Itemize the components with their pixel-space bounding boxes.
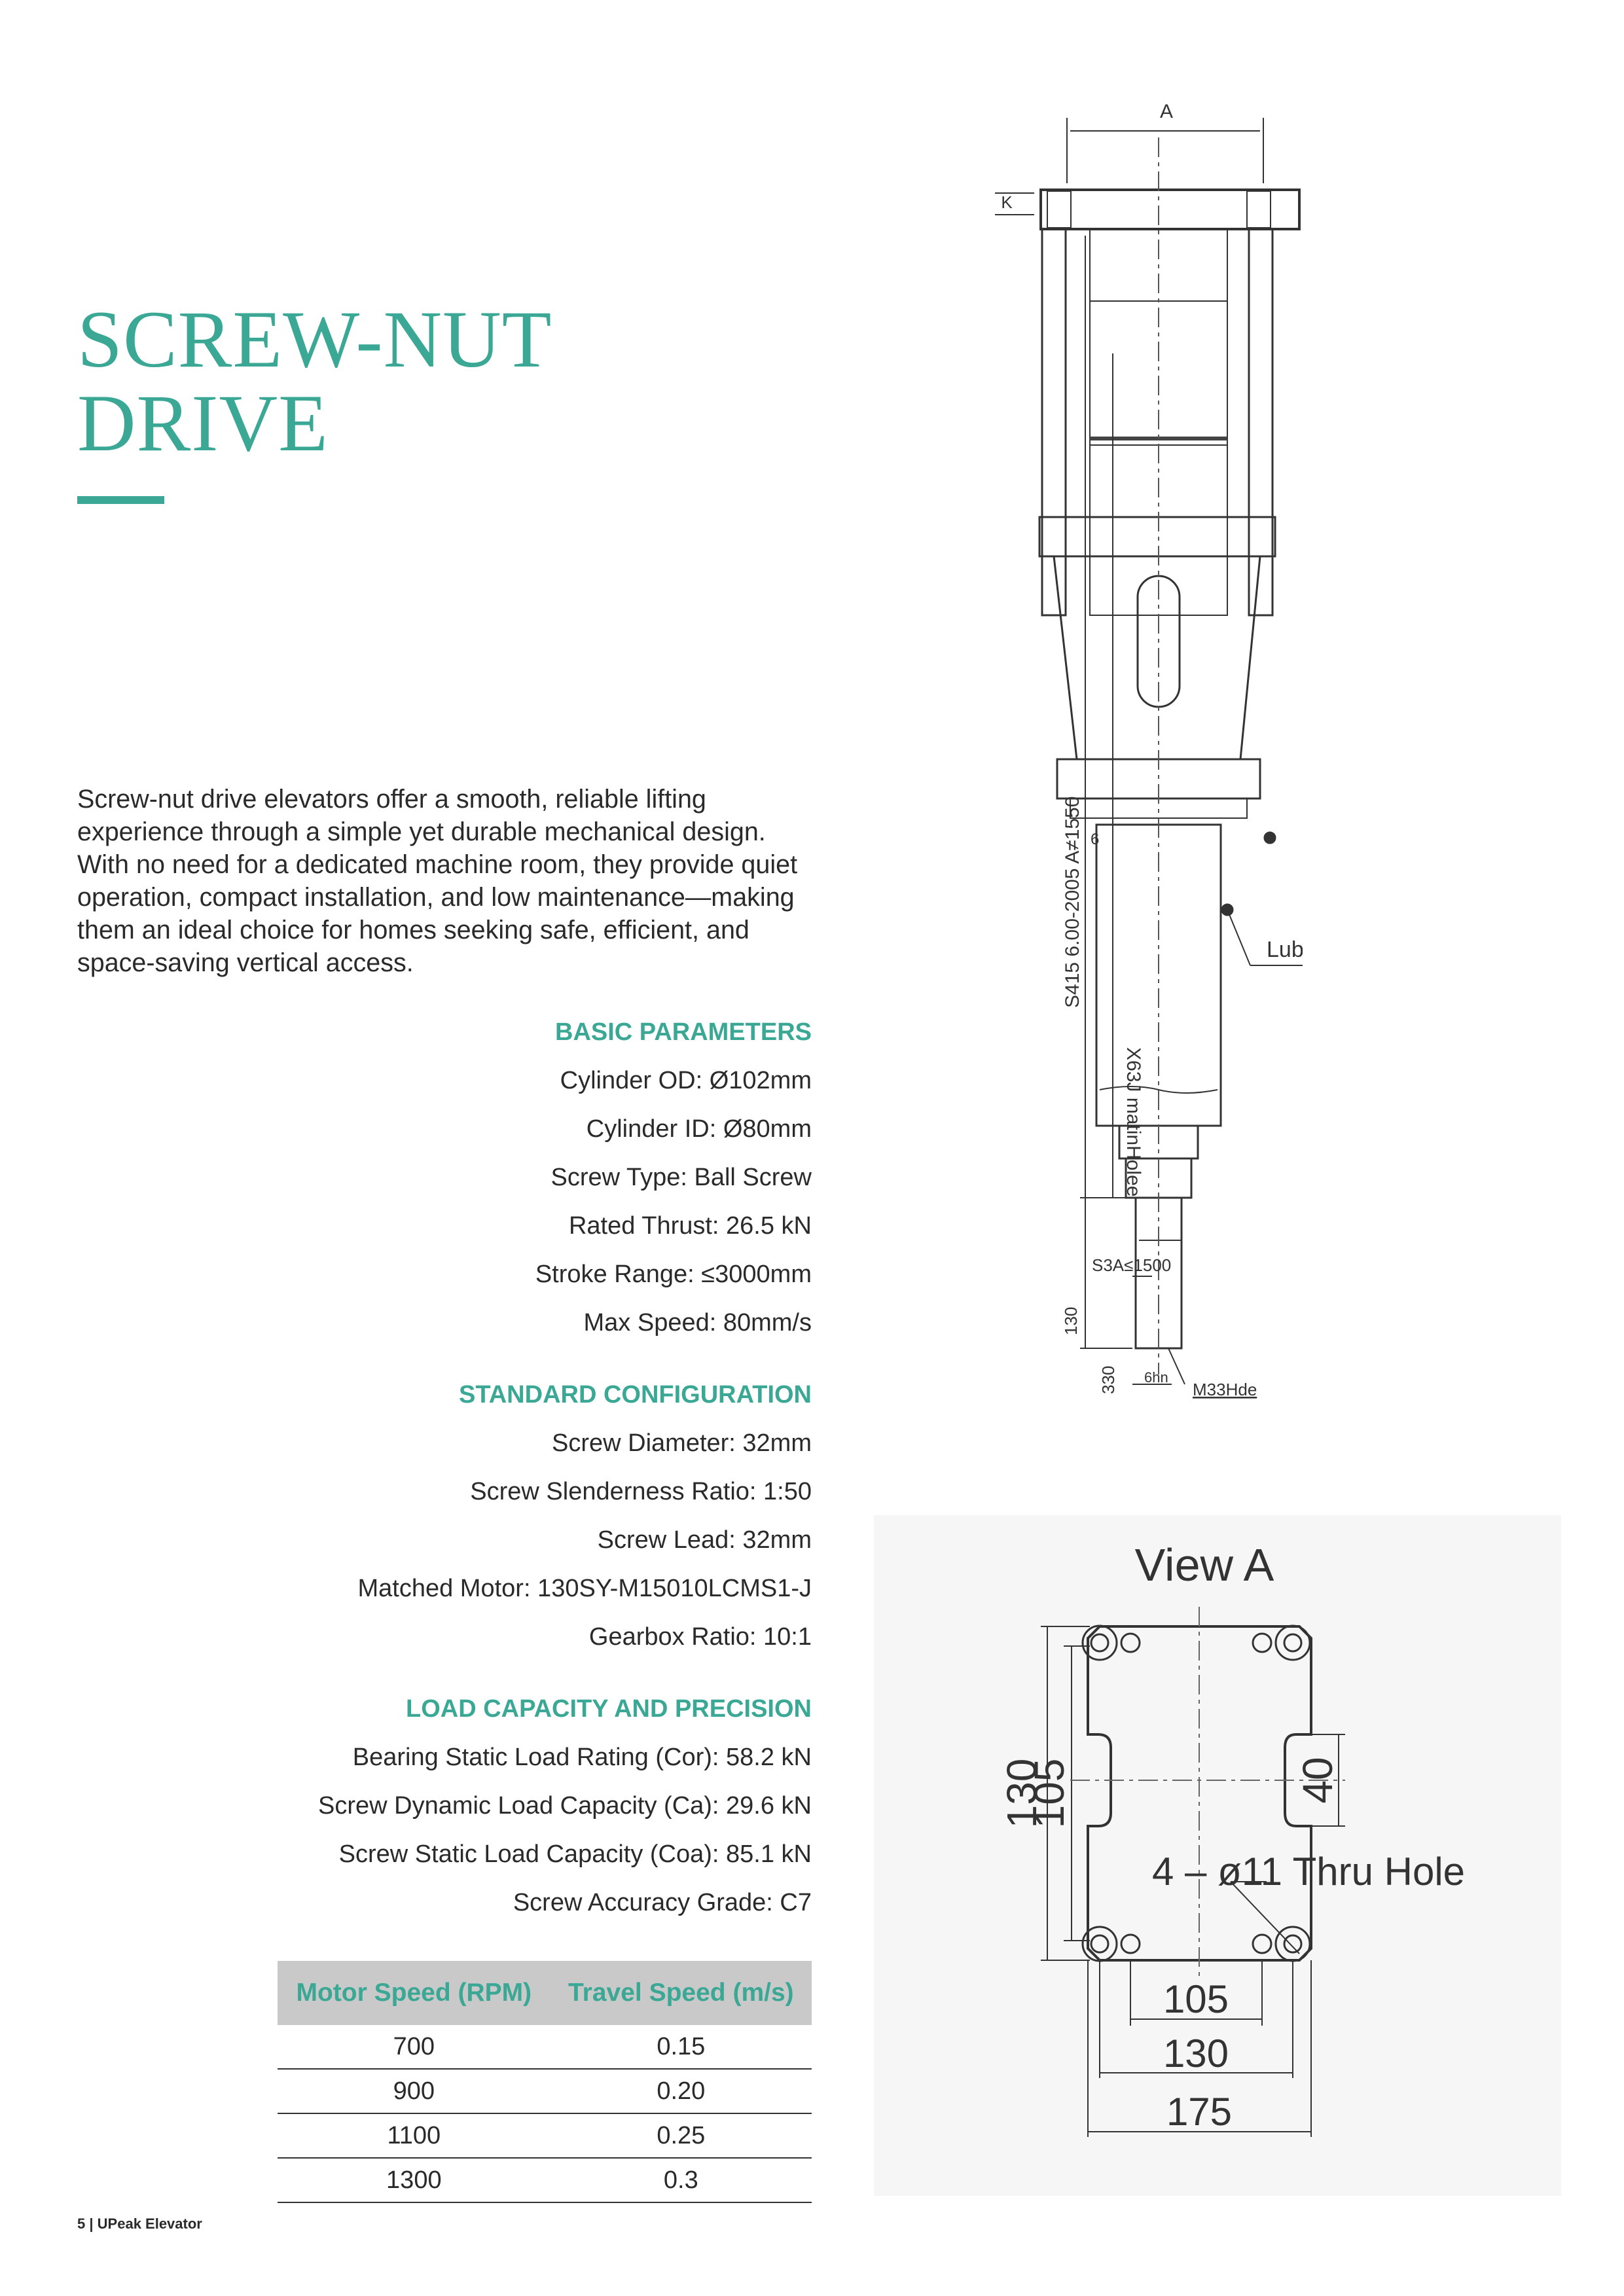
s3a-label: S3A≤1500 <box>1092 1255 1171 1275</box>
spec-item: Screw Dynamic Load Capacity (Ca): 29.6 k… <box>318 1792 812 1820</box>
dim-130-bottom: 130 <box>1163 2032 1229 2075</box>
travel-speed-cell: 0.25 <box>550 2113 812 2159</box>
speed-table: Motor Speed (RPM) Travel Speed (m/s) 700… <box>278 1961 812 2203</box>
footer-brand: UPeak Elevator <box>97 2215 202 2232</box>
table-row: 700 0.15 <box>278 2025 812 2070</box>
motor-speed-cell: 1300 <box>278 2158 550 2203</box>
standard-configuration-section: STANDARD CONFIGURATION Screw Diameter: 3… <box>249 1371 812 1661</box>
hole-label: X63J matinHolee <box>1123 1047 1144 1196</box>
title-line-1: SCREW-NUT <box>77 295 552 384</box>
travel-speed-cell: 0.3 <box>550 2158 812 2203</box>
load-capacity-heading: LOAD CAPACITY AND PRECISION <box>405 1695 812 1723</box>
spec-item: Screw Lead: 32mm <box>597 1526 812 1554</box>
spec-item: Max Speed: 80mm/s <box>583 1309 812 1336</box>
intro-paragraph: Screw-nut drive elevators offer a smooth… <box>77 783 810 979</box>
standard-configuration-heading: STANDARD CONFIGURATION <box>459 1381 812 1408</box>
spec-item: Cylinder OD: Ø102mm <box>560 1067 812 1094</box>
page-title: SCREW-NUT DRIVE <box>77 298 552 465</box>
dim-6hn-label: 6hn <box>1144 1369 1168 1386</box>
dim-105-vertical: 105 <box>1026 1759 1073 1829</box>
dim-130-vertical: 130 <box>998 1759 1045 1829</box>
title-underline <box>77 496 164 504</box>
table-row: 1300 0.3 <box>278 2158 812 2203</box>
dim-k-label: K <box>1001 192 1013 212</box>
m33-hole-label: M33Hde <box>1193 1380 1257 1399</box>
spec-item: Screw Slenderness Ratio: 1:50 <box>470 1478 812 1505</box>
header-motor-speed: Motor Speed (RPM) <box>278 1961 550 2025</box>
basic-parameters-heading: BASIC PARAMETERS <box>555 1018 812 1046</box>
intro-line: experience through a simple yet durable … <box>77 817 766 846</box>
cylinder-elevation-drawing: A K S415 6.00-2005 A≠1550 X63J matinHole… <box>995 101 1303 1399</box>
spec-item: Screw Type: Ball Screw <box>550 1164 812 1191</box>
intro-line: With no need for a dedicated machine roo… <box>77 850 798 879</box>
spec-item: Rated Thrust: 26.5 kN <box>568 1212 812 1240</box>
dim-40-vertical: 40 <box>1294 1757 1341 1803</box>
page-footer: 5 | UPeak Elevator <box>77 2215 202 2233</box>
lubrication-port-label: Lubrication Port <box>1267 937 1303 962</box>
intro-line: Screw-nut drive elevators offer a smooth… <box>77 785 706 814</box>
footer-separator: | <box>89 2215 98 2232</box>
intro-line: operation, compact installation, and low… <box>77 883 795 912</box>
spec-item: Matched Motor: 130SY-M15010LCMS1-J <box>357 1575 812 1602</box>
table-row: 1100 0.25 <box>278 2113 812 2159</box>
travel-speed-cell: 0.20 <box>550 2069 812 2114</box>
intro-line: space-saving vertical access. <box>77 948 414 977</box>
table-row: 900 0.20 <box>278 2069 812 2114</box>
dim-6-label: 6 <box>1091 831 1099 848</box>
motor-speed-cell: 1100 <box>278 2113 550 2159</box>
dim-105-bottom: 105 <box>1163 1977 1229 2021</box>
dim-a-label: A <box>1160 101 1173 122</box>
spec-item: Screw Static Load Capacity (Coa): 85.1 k… <box>338 1840 812 1868</box>
travel-speed-cell: 0.15 <box>550 2025 812 2070</box>
view-a-title: View A <box>1135 1539 1274 1590</box>
dim-130-label: 130 <box>1061 1307 1081 1335</box>
header-travel-speed: Travel Speed (m/s) <box>550 1961 812 2025</box>
spec-item: Screw Accuracy Grade: C7 <box>513 1889 812 1916</box>
title-line-2: DRIVE <box>77 378 329 468</box>
dim-175-bottom: 175 <box>1166 2090 1232 2134</box>
motor-speed-cell: 700 <box>278 2025 550 2070</box>
spec-item: Screw Diameter: 32mm <box>552 1429 812 1457</box>
intro-line: them an ideal choice for homes seeking s… <box>77 916 749 944</box>
motor-speed-cell: 900 <box>278 2069 550 2114</box>
overall-length-label: S415 6.00-2005 A≠1550 <box>1062 797 1083 1008</box>
view-a-drawing: View A <box>874 1515 1561 2196</box>
table-header-row: Motor Speed (RPM) Travel Speed (m/s) <box>278 1961 812 2025</box>
hole-note: 4 – ø11 Thru Hole <box>1152 1850 1465 1893</box>
spec-item: Gearbox Ratio: 10:1 <box>588 1623 812 1651</box>
basic-parameters-section: BASIC PARAMETERS Cylinder OD: Ø102mm Cyl… <box>249 1008 812 1347</box>
spec-item: Stroke Range: ≤3000mm <box>535 1261 812 1288</box>
spec-item: Bearing Static Load Rating (Cor): 58.2 k… <box>352 1744 812 1771</box>
page-number: 5 <box>77 2215 86 2232</box>
dim-330-label: 330 <box>1098 1366 1118 1394</box>
spec-item: Cylinder ID: Ø80mm <box>586 1115 812 1143</box>
load-capacity-section: LOAD CAPACITY AND PRECISION Bearing Stat… <box>249 1685 812 1927</box>
